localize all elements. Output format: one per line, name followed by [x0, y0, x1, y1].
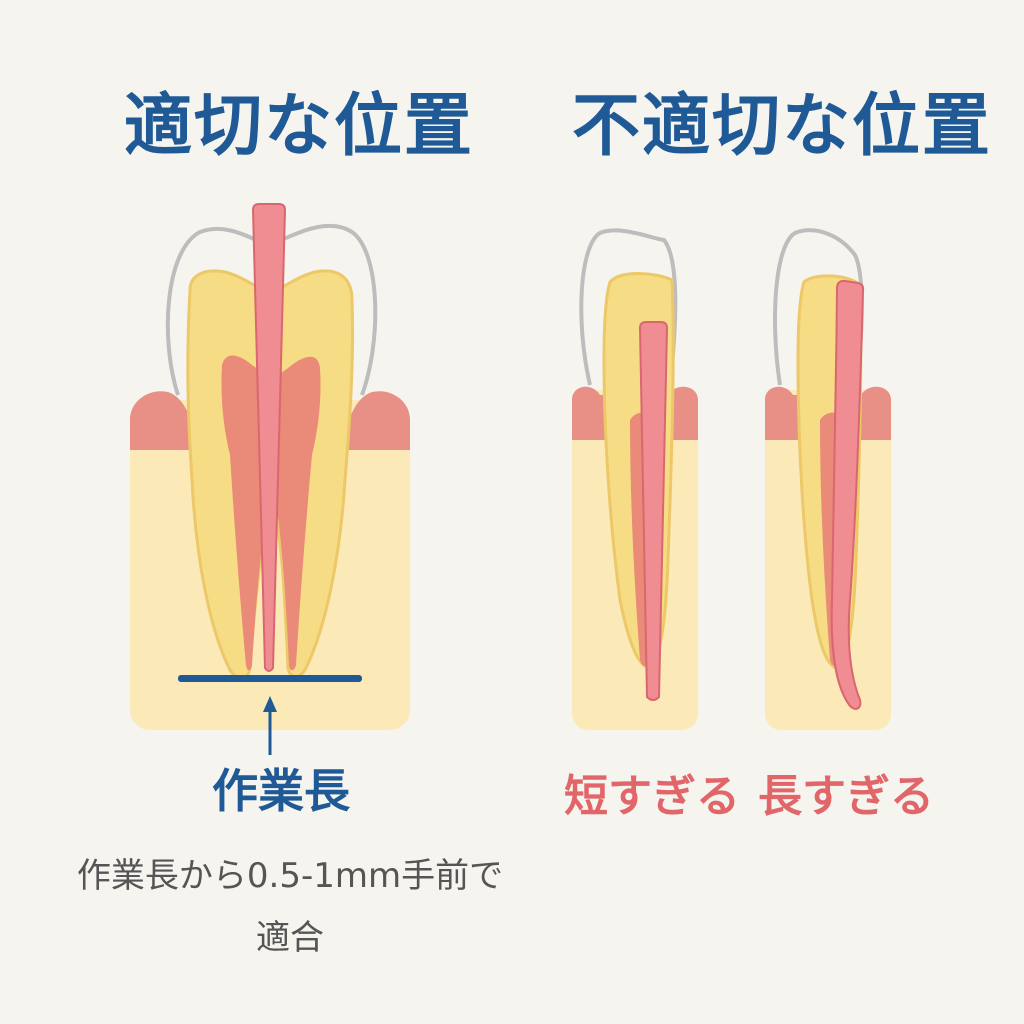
fit-note-line-2: 適合 [256, 918, 324, 958]
endodontic-file [638, 321, 669, 701]
endodontic-file [830, 279, 865, 710]
working-length-arrow-head [263, 696, 277, 712]
endodontic-file [251, 203, 287, 672]
too-short-tooth-illustration [572, 228, 698, 730]
gum [130, 391, 410, 450]
proper-position-title: 適切な位置 [124, 87, 475, 166]
too-long-tooth-illustration [765, 228, 891, 730]
too-short-label: 短すぎる [564, 771, 740, 822]
too-long-label: 長すぎる [758, 771, 934, 822]
working-length-line [178, 675, 362, 682]
fit-note-line-1: 作業長から0.5-1mm手前で [76, 856, 504, 896]
pulp [221, 355, 321, 671]
improper-position-title: 不適切な位置 [572, 87, 993, 166]
proper-tooth-illustration [130, 203, 410, 755]
enamel-outline [579, 228, 678, 386]
working-length-label: 作業長 [212, 764, 350, 818]
